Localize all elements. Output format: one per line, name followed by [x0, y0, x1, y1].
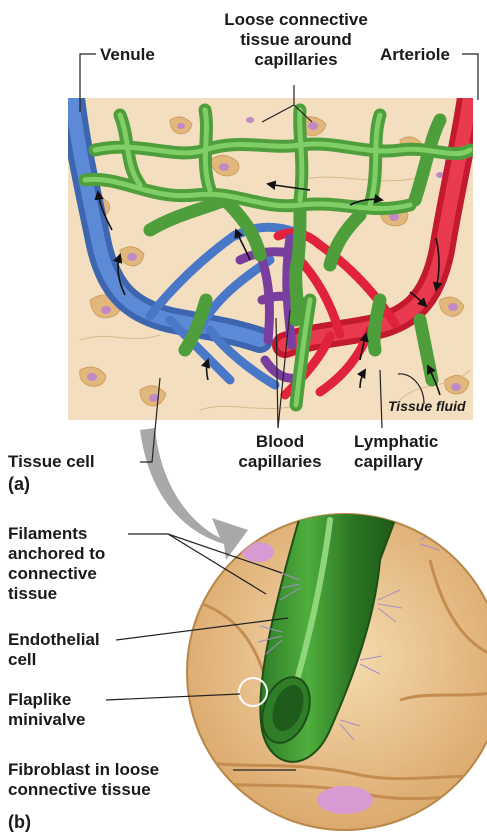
label-loose-connective: Loose connective tissue around capillari… [194, 10, 398, 70]
label-arteriole: Arteriole [380, 45, 450, 65]
panel-b [185, 508, 487, 830]
label-part-b: (b) [8, 812, 31, 832]
label-tissue-cell: Tissue cell [8, 452, 95, 472]
label-lymphatic-capillary: Lymphatic capillary [354, 432, 438, 472]
panel-a [68, 98, 473, 420]
fibroblast-nucleus [317, 786, 373, 814]
label-endothelial-cell: Endothelial cell [8, 630, 100, 670]
tissue-nucleus [242, 542, 274, 562]
label-filaments: Filaments anchored to connective tissue [8, 524, 105, 604]
label-fibroblast: Fibroblast in loose connective tissue [8, 760, 159, 800]
label-tissue-fluid: Tissue fluid [388, 398, 466, 414]
label-blood-capillaries: Blood capillaries [222, 432, 338, 472]
leader-arteriole [462, 54, 478, 100]
label-flaplike-minivalve: Flaplike minivalve [8, 690, 86, 730]
label-venule: Venule [100, 45, 155, 65]
label-part-a: (a) [8, 474, 30, 494]
